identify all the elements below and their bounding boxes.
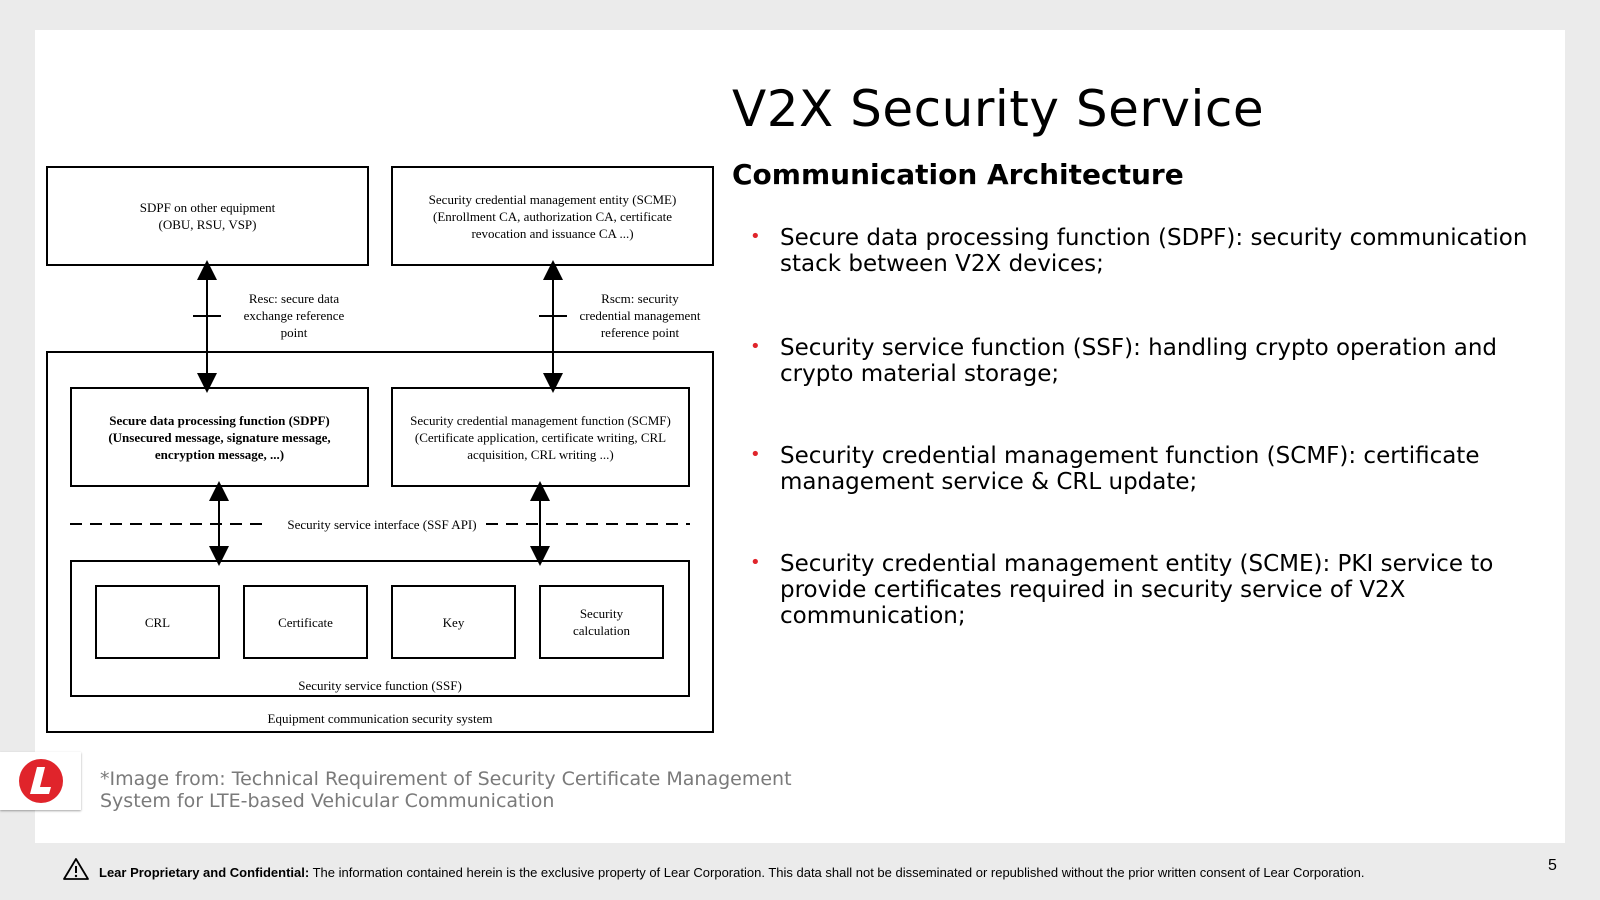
crl-label: CRL	[144, 614, 171, 630]
security-calculation-box: Security calculation	[539, 585, 664, 659]
bullet-text: Security service function (SSF): handlin…	[780, 335, 1497, 387]
certificate-label: Certificate	[278, 614, 333, 630]
ssf-label: Security service function (SSF)	[298, 678, 462, 693]
bullet-text: Security credential management function …	[780, 443, 1480, 495]
scme-label: Security credential management entity (S…	[428, 191, 677, 241]
ssf-api-label: Security service interface (SSF API)	[262, 516, 502, 533]
warning-icon	[63, 858, 89, 880]
scmf-label: Security credential management function …	[410, 412, 671, 462]
key-box: Key	[391, 585, 516, 659]
security-calculation-label: Security calculation	[572, 606, 631, 638]
sdpf-other-equipment-label: SDPF on other equipment (OBU, RSU, VSP)	[139, 200, 276, 232]
bullet-item: • Security credential management entity (…	[750, 551, 1530, 629]
footer-text: The information contained herein is the …	[309, 865, 1365, 880]
slide-subtitle: Communication Architecture	[732, 158, 1184, 191]
image-source-note: *Image from: Technical Requirement of Se…	[100, 768, 792, 812]
scme-box: Security credential management entity (S…	[391, 166, 714, 266]
key-label: Key	[442, 614, 465, 630]
bullet-text: Security credential management entity (S…	[780, 551, 1494, 629]
equipment-system-label: Equipment communication security system	[267, 711, 493, 726]
lear-logo	[0, 752, 81, 810]
scmf-box: Security credential management function …	[391, 387, 690, 487]
confidentiality-footer: Lear Proprietary and Confidential: The i…	[99, 865, 1364, 880]
resc-label: Resc: secure data exchange reference poi…	[243, 291, 345, 340]
bullet-marker: •	[750, 552, 761, 573]
equipment-system-frame	[46, 351, 714, 733]
slide-title: V2X Security Service	[732, 80, 1265, 138]
bullet-marker: •	[750, 444, 761, 465]
bullet-marker: •	[750, 336, 761, 357]
ssf-frame	[70, 560, 690, 697]
certificate-box: Certificate	[243, 585, 368, 659]
sdpf-other-equipment-box: SDPF on other equipment (OBU, RSU, VSP)	[46, 166, 369, 266]
bullet-text: Secure data processing function (SDPF): …	[780, 225, 1528, 277]
bullet-item: • Secure data processing function (SDPF):…	[750, 225, 1530, 277]
page-number: 5	[1548, 857, 1557, 874]
bullet-marker: •	[750, 226, 761, 247]
bullet-item: • Security credential management function…	[750, 443, 1530, 495]
rscm-label: Rscm: security credential management ref…	[579, 291, 701, 340]
lear-logo-icon	[18, 759, 63, 803]
sdpf-box: Secure data processing function (SDPF) (…	[70, 387, 369, 487]
sdpf-label: Secure data processing function (SDPF) (…	[108, 412, 331, 462]
bullet-item: • Security service function (SSF): handli…	[750, 335, 1530, 387]
footer-label: Lear Proprietary and Confidential:	[99, 865, 310, 880]
crl-box: CRL	[95, 585, 220, 659]
